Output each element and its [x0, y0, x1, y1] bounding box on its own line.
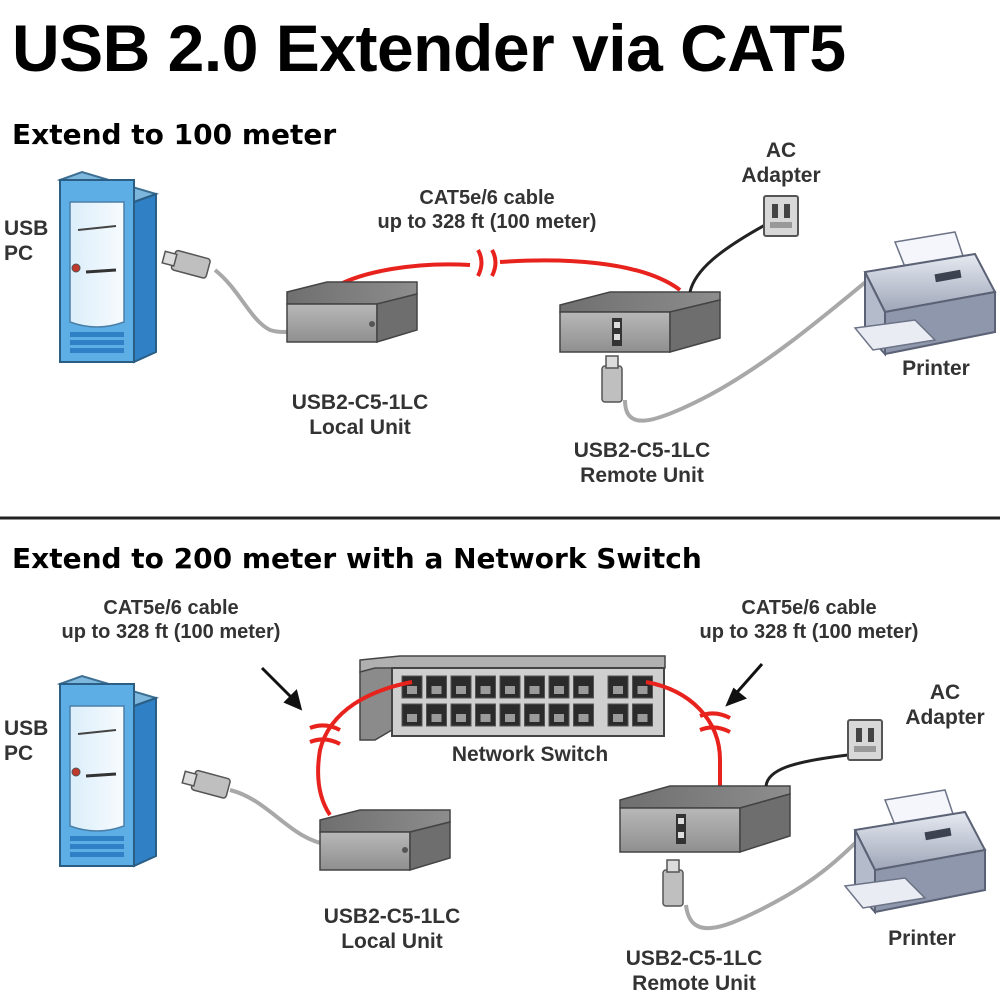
page-title: USB 2.0 Extender via CAT5 [12, 11, 846, 85]
switch-port-contacts [505, 686, 515, 694]
switch-port-contacts [554, 714, 564, 722]
usb-plug-2 [180, 766, 232, 800]
printer-1 [854, 231, 996, 355]
ac-adapter-2 [847, 719, 883, 761]
printer-label-1: Printer [902, 357, 970, 380]
switch-port-contacts [480, 714, 491, 722]
local-unit-2 [319, 809, 451, 871]
usb-cable-printer-2 [684, 828, 870, 931]
usb-plug-1 [160, 246, 212, 280]
arrow-right-2 [725, 663, 764, 707]
switch-port-contacts [480, 686, 491, 694]
switch-port-contacts [554, 686, 564, 694]
cat5-cable-left-2 [316, 680, 413, 817]
switch-port-contacts [407, 714, 417, 722]
ac-adapter-1 [763, 195, 799, 237]
switch-port-contacts [529, 714, 540, 722]
ac-cable-2 [764, 753, 849, 787]
switch-port-contacts [431, 714, 442, 722]
switch-port-contacts [637, 714, 648, 722]
remote-unit-1 [559, 291, 721, 353]
printer-2 [844, 789, 986, 913]
switch-port-contacts [637, 686, 648, 694]
usb-plug-remote-1 [601, 355, 623, 403]
local-unit-1 [286, 281, 418, 343]
section-heading-200: Extend to 200 meter with a Network Switc… [12, 542, 702, 575]
switch-port-contacts [407, 686, 417, 694]
switch-port-contacts [613, 714, 623, 722]
switch-port-contacts [456, 686, 466, 694]
usb-cable-printer-1 [623, 268, 882, 423]
usb-pc-2 [58, 674, 158, 868]
usb-plug-remote-2 [662, 859, 684, 907]
usb-pc-1 [58, 170, 158, 364]
switch-port-contacts [578, 714, 589, 722]
switch-port-contacts [456, 714, 466, 722]
ac-cable-1 [688, 223, 766, 293]
section-heading-100: Extend to 100 meter [12, 118, 337, 151]
switch-label: Network Switch [451, 743, 609, 766]
switch-port-contacts [529, 686, 540, 694]
switch-port-contacts [613, 686, 623, 694]
arrow-left-2 [260, 666, 303, 711]
printer-label-2: Printer [888, 927, 956, 950]
switch-port-contacts [431, 686, 442, 694]
switch-port-contacts [505, 714, 515, 722]
switch-port-contacts [578, 686, 589, 694]
remote-unit-2 [619, 785, 791, 854]
